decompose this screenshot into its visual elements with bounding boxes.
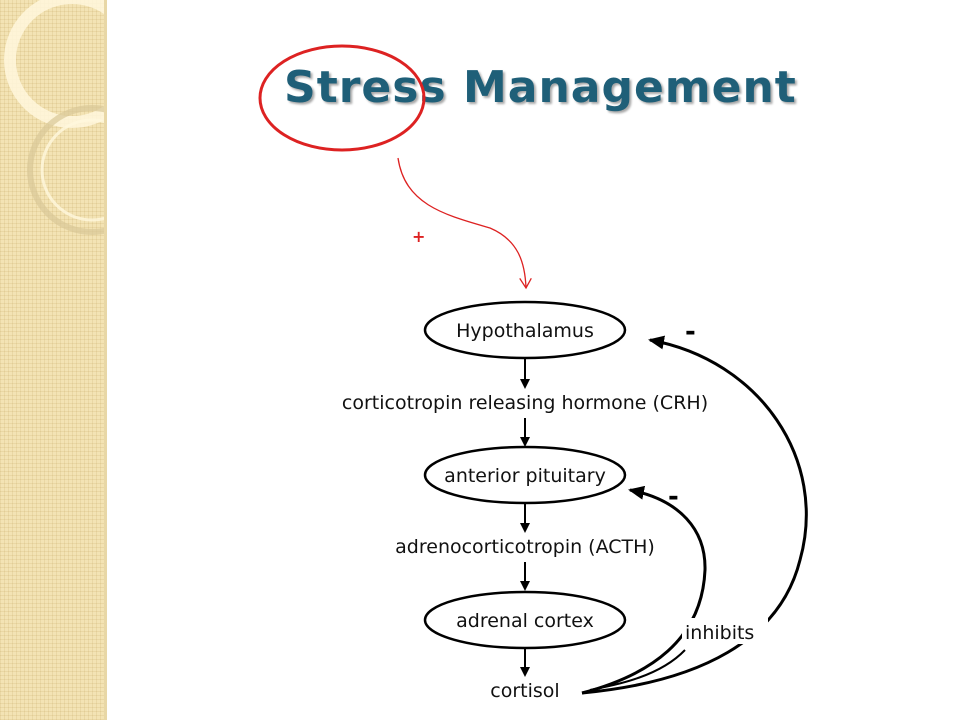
minus-sign-pituitary: - xyxy=(668,482,679,512)
adrenal-cortex-label: adrenal cortex xyxy=(456,610,594,632)
anterior-pituitary-label: anterior pituitary xyxy=(444,465,606,487)
stimulus-arrow xyxy=(397,157,526,288)
inhibits-label-bg xyxy=(682,618,768,644)
inhibits-label: inhibits xyxy=(685,622,754,644)
feedback-arrow-hypothalamus xyxy=(581,335,808,695)
cortisol-label: cortisol xyxy=(490,680,559,702)
hypothalamus-label: Hypothalamus xyxy=(456,320,594,342)
page-title: Stress Management xyxy=(284,62,797,113)
sidebar-swirl-decoration xyxy=(4,0,107,235)
plus-sign: + xyxy=(412,227,425,246)
minus-sign-hypothalamus: - xyxy=(685,317,696,347)
feedback-fork xyxy=(589,649,686,691)
crh-label: corticotropin releasing hormone (CRH) xyxy=(342,392,708,414)
decorative-sidebar xyxy=(0,0,107,720)
highlight-circle xyxy=(258,44,426,152)
acth-label: adrenocorticotropin (ACTH) xyxy=(395,536,655,558)
feedback-arrow-pituitary xyxy=(581,485,707,695)
